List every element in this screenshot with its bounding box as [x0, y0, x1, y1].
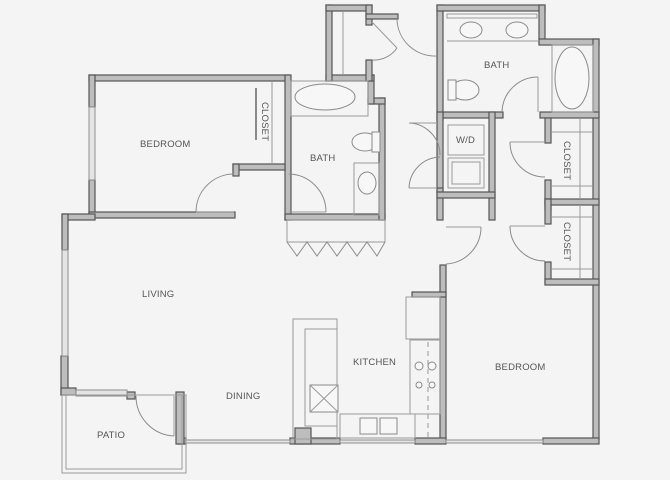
- room-label-living: LIVING: [142, 289, 175, 300]
- room-label-bath-2: BATH: [484, 60, 510, 71]
- room-label-bedroom-2: BEDROOM: [495, 362, 546, 373]
- room-label-closet-1: CLOSET: [259, 102, 270, 142]
- room-label-bedroom-1: BEDROOM: [140, 139, 191, 150]
- room-label-closet-2: CLOSET: [561, 141, 572, 181]
- windows: [61, 106, 544, 444]
- room-label-kitchen: KITCHEN: [353, 357, 397, 368]
- room-label-laundry: W/D: [456, 135, 476, 146]
- room-label-bath-1: BATH: [310, 153, 336, 164]
- patio-outline: [61, 394, 187, 474]
- walls: [60, 4, 600, 445]
- room-label-dining: DINING: [226, 391, 261, 402]
- door-swings: [135, 19, 546, 437]
- room-label-patio: PATIO: [97, 430, 126, 441]
- room-label-closet-3: CLOSET: [561, 222, 572, 262]
- fixtures: [255, 11, 594, 440]
